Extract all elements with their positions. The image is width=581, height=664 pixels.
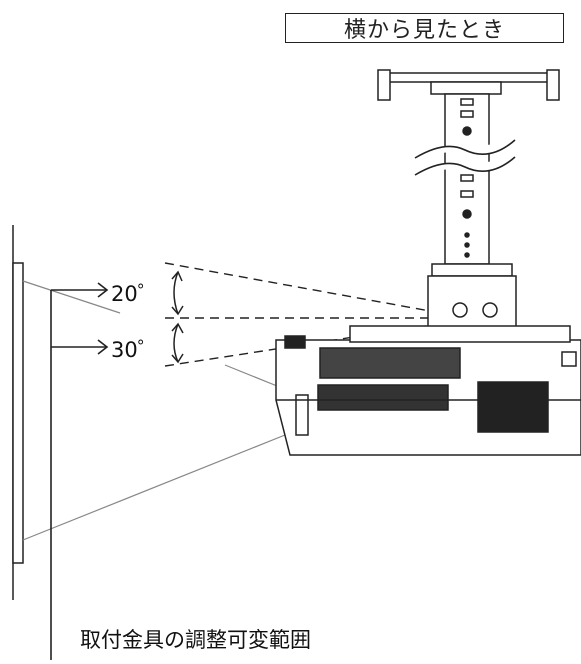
ceiling-mount-icon bbox=[377, 69, 560, 337]
angle-label-lower: 30゜ bbox=[111, 338, 159, 362]
projection-lines bbox=[22, 280, 286, 541]
view-title: 横から見たとき bbox=[285, 13, 564, 43]
projector-icon bbox=[275, 325, 581, 456]
wall-icon bbox=[12, 225, 24, 600]
angle-label-upper: 20゜ bbox=[111, 282, 159, 306]
break-marks bbox=[414, 139, 516, 176]
range-bracket bbox=[50, 282, 109, 660]
caption: 取付金具の調整可変範囲 bbox=[80, 628, 311, 652]
angle-arcs bbox=[171, 270, 184, 364]
